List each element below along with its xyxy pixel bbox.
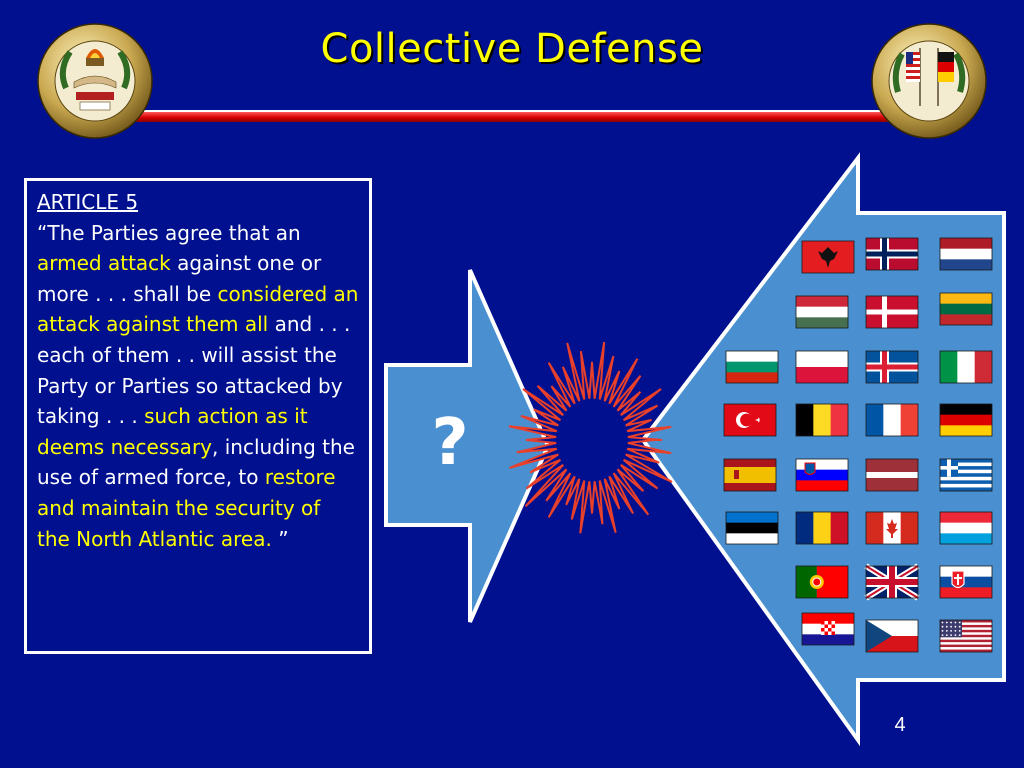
- belgium-flag-icon: [795, 403, 849, 437]
- france-flag-icon: [865, 403, 919, 437]
- slide-title: Collective Defense: [320, 26, 704, 72]
- latvia-flag-icon: [865, 458, 919, 492]
- attack-arrow-icon: [384, 269, 551, 623]
- article-segment-highlight: such action as it deems necessary: [37, 404, 308, 459]
- croatia-flag-icon: [801, 612, 855, 646]
- romania-flag-icon: [795, 511, 849, 545]
- greece-flag-icon: [939, 458, 993, 492]
- czech-republic-flag-icon: [865, 619, 919, 653]
- poland-flag-icon: [795, 350, 849, 384]
- burst-spikes: [508, 341, 673, 534]
- portugal-flag-icon: [795, 565, 849, 599]
- slovakia-flag-icon: [939, 565, 993, 599]
- netherlands-flag-icon: [939, 237, 993, 271]
- estonia-flag-icon: [725, 511, 779, 545]
- italy-flag-icon: [939, 350, 993, 384]
- hungary-flag-icon: [795, 295, 849, 329]
- article-5-text-box: ARTICLE 5 “The Parties agree that an arm…: [24, 178, 372, 654]
- page-number: 4: [894, 714, 906, 736]
- article-segment-highlight: restore and maintain the security of the…: [37, 465, 336, 551]
- albania-flag-icon: [801, 240, 855, 274]
- slovenia-flag-icon: [795, 458, 849, 492]
- united-kingdom-flag-icon: [864, 563, 920, 601]
- united-states-flag-icon: [939, 619, 993, 653]
- article-segment: ”: [271, 526, 289, 551]
- nato-flags-group: [723, 237, 993, 653]
- partnership-seal-icon: [871, 23, 987, 139]
- article-segment-highlight: armed attack: [37, 251, 171, 276]
- luxembourg-flag-icon: [939, 511, 993, 545]
- article-segment: “The Parties agree that an: [37, 220, 301, 245]
- marshall-center-seal-icon: [37, 23, 153, 139]
- canada-flag-icon: [865, 511, 919, 545]
- question-mark: ?: [431, 406, 469, 480]
- denmark-flag-icon: [865, 295, 919, 329]
- lithuania-flag-icon: [939, 292, 993, 326]
- article-segment: , including the use of armed force, to: [37, 434, 355, 490]
- turkey-flag-icon: [723, 403, 777, 437]
- header-divider-bar: [120, 110, 910, 122]
- norway-flag-icon: [865, 237, 919, 271]
- article-segment-highlight: considered an attack against them all: [37, 281, 359, 337]
- iceland-flag-icon: [865, 350, 919, 384]
- article-body: “The Parties agree that an armed attack …: [37, 218, 359, 555]
- germany-flag-icon: [939, 403, 993, 437]
- article-heading: ARTICLE 5: [37, 190, 139, 214]
- bulgaria-flag-icon: [725, 350, 779, 384]
- article-segment: against one or more . . . shall be: [37, 251, 322, 306]
- spain-flag-icon: [723, 458, 777, 492]
- article-segment: and . . . each of them . . will assist t…: [37, 312, 351, 429]
- impact-burst-icon: [508, 341, 673, 534]
